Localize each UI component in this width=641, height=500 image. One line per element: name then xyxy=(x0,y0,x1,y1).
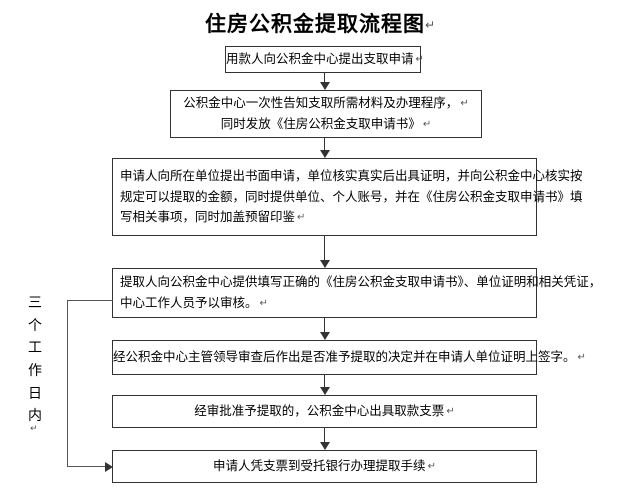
connector-arrow-into-node7 xyxy=(67,461,113,472)
arrow-node3-to-node4 xyxy=(319,236,330,268)
paragraph-mark-icon: ↵ xyxy=(30,424,38,435)
side-annotation-char-5: 日 xyxy=(28,385,42,402)
paragraph-mark-icon: ↵ xyxy=(422,119,432,130)
flow-node-5-text: 经公积金中心主管领导审查后作出是否准予提取的决定并在申请人单位证明上签字。 xyxy=(113,349,576,365)
flow-node-6[interactable]: 经审批准予提取的，公积金中心出具取款支票↵ xyxy=(112,395,537,428)
flow-node-2-text-1: 公积金中心一次性告知支取所需材料及办理程序， xyxy=(183,95,459,111)
flow-node-4-text-2: 中心工作人员予以审核。 xyxy=(120,295,258,310)
paragraph-mark-icon: ↵ xyxy=(424,18,437,32)
paragraph-mark-icon: ↵ xyxy=(446,406,455,418)
side-annotation-char-6: 内 xyxy=(28,408,42,425)
flow-node-1-text: 用款人向公积金中心提出支取申请 xyxy=(226,51,414,67)
paragraph-mark-icon: ↵ xyxy=(427,461,436,473)
paragraph-mark-icon: ↵ xyxy=(415,54,424,66)
paragraph-mark-icon: ↵ xyxy=(577,352,586,364)
connector-vertical-segment xyxy=(67,300,68,466)
flow-node-5-line-1: 经公积金中心主管领导审查后作出是否准予提取的决定并在申请人单位证明上签字。↵ xyxy=(113,347,586,368)
flow-node-1[interactable]: 用款人向公积金中心提出支取申请↵ xyxy=(225,46,424,73)
flow-node-3-text-2: 规定可以提取的金额，同时提供单位、个人账号，并在《住房公积金支取申请书》填 xyxy=(120,188,583,204)
flow-node-4-text-1: 提取人向公积金中心提供填写正确的《住房公积金支取申请书》、单位证明和相关凭证， xyxy=(120,274,602,290)
page-title-text: 住房公积金提取流程图 xyxy=(204,12,425,36)
arrow-node2-to-node3 xyxy=(319,138,330,158)
flow-node-4-line-2: 中心工作人员予以审核。↵ xyxy=(120,293,531,314)
side-annotation-char-4: 作 xyxy=(28,363,42,380)
flow-node-2-text-2: 同时发放《住房公积金支取申请书》 xyxy=(220,116,421,131)
paragraph-mark-icon: ↵ xyxy=(460,98,469,110)
flow-node-3-text-3: 写相关事项，同时加盖预留印鉴 xyxy=(120,209,296,225)
side-annotation-char-2: 个 xyxy=(28,317,42,334)
flow-node-7-text: 申请人凭支票到受托银行办理提取手续 xyxy=(213,458,426,474)
flow-node-4[interactable]: 提取人向公积金中心提供填写正确的《住房公积金支取申请书》、单位证明和相关凭证， … xyxy=(112,268,601,318)
paragraph-mark-icon: ↵ xyxy=(259,298,268,309)
side-annotation-three-working-days: 三 个 工 作 日 内 ↵ xyxy=(22,292,48,437)
side-annotation-char-3: 工 xyxy=(28,340,42,357)
flow-node-3[interactable]: 申请人向所在单位提出书面申请，单位核实真实后出具证明，并向公积金中心核实按 规定… xyxy=(112,158,583,236)
flow-node-6-line-1: 经审批准予提取的，公积金中心出具取款支票↵ xyxy=(113,401,536,422)
arrow-node4-to-node5 xyxy=(319,318,330,340)
flow-node-5[interactable]: 经公积金中心主管领导审查后作出是否准予提取的决定并在申请人单位证明上签字。↵ xyxy=(112,340,586,375)
flow-node-3-line-2: 规定可以提取的金额，同时提供单位、个人账号，并在《住房公积金支取申请书》填 xyxy=(120,187,583,208)
flow-node-6-text: 经审批准予提取的，公积金中心出具取款支票 xyxy=(194,403,445,419)
flow-node-4-line-1: 提取人向公积金中心提供填写正确的《住房公积金支取申请书》、单位证明和相关凭证， xyxy=(120,272,601,293)
flow-node-2-line-1: 公积金中心一次性告知支取所需材料及办理程序，↵ xyxy=(171,93,481,114)
flow-node-7[interactable]: 申请人凭支票到受托银行办理提取手续↵ xyxy=(112,450,537,483)
arrow-node5-to-node6 xyxy=(319,375,330,395)
side-annotation-char-1: 三 xyxy=(28,295,42,311)
flow-node-3-line-3: 写相关事项，同时加盖预留印鉴↵ xyxy=(120,207,531,228)
flow-node-3-line-1: 申请人向所在单位提出书面申请，单位核实真实后出具证明，并向公积金中心核实按 xyxy=(120,166,583,187)
arrow-node1-to-node2 xyxy=(319,73,330,90)
flow-node-2[interactable]: 公积金中心一次性告知支取所需材料及办理程序，↵ 同时发放《住房公积金支取申请书》… xyxy=(170,90,482,138)
flow-node-2-line-2: 同时发放《住房公积金支取申请书》↵ xyxy=(171,114,481,135)
page-title: 住房公积金提取流程图↵ xyxy=(0,8,641,38)
flow-node-7-line-1: 申请人凭支票到受托银行办理提取手续↵ xyxy=(113,456,536,477)
flow-node-1-line-1: 用款人向公积金中心提出支取申请↵ xyxy=(226,49,424,70)
paragraph-mark-icon: ↵ xyxy=(297,212,306,224)
arrow-node6-to-node7 xyxy=(319,428,330,450)
flow-node-3-text-1: 申请人向所在单位提出书面申请，单位核实真实后出具证明，并向公积金中心核实按 xyxy=(120,168,583,184)
connector-node4-exit-segment xyxy=(67,300,113,301)
